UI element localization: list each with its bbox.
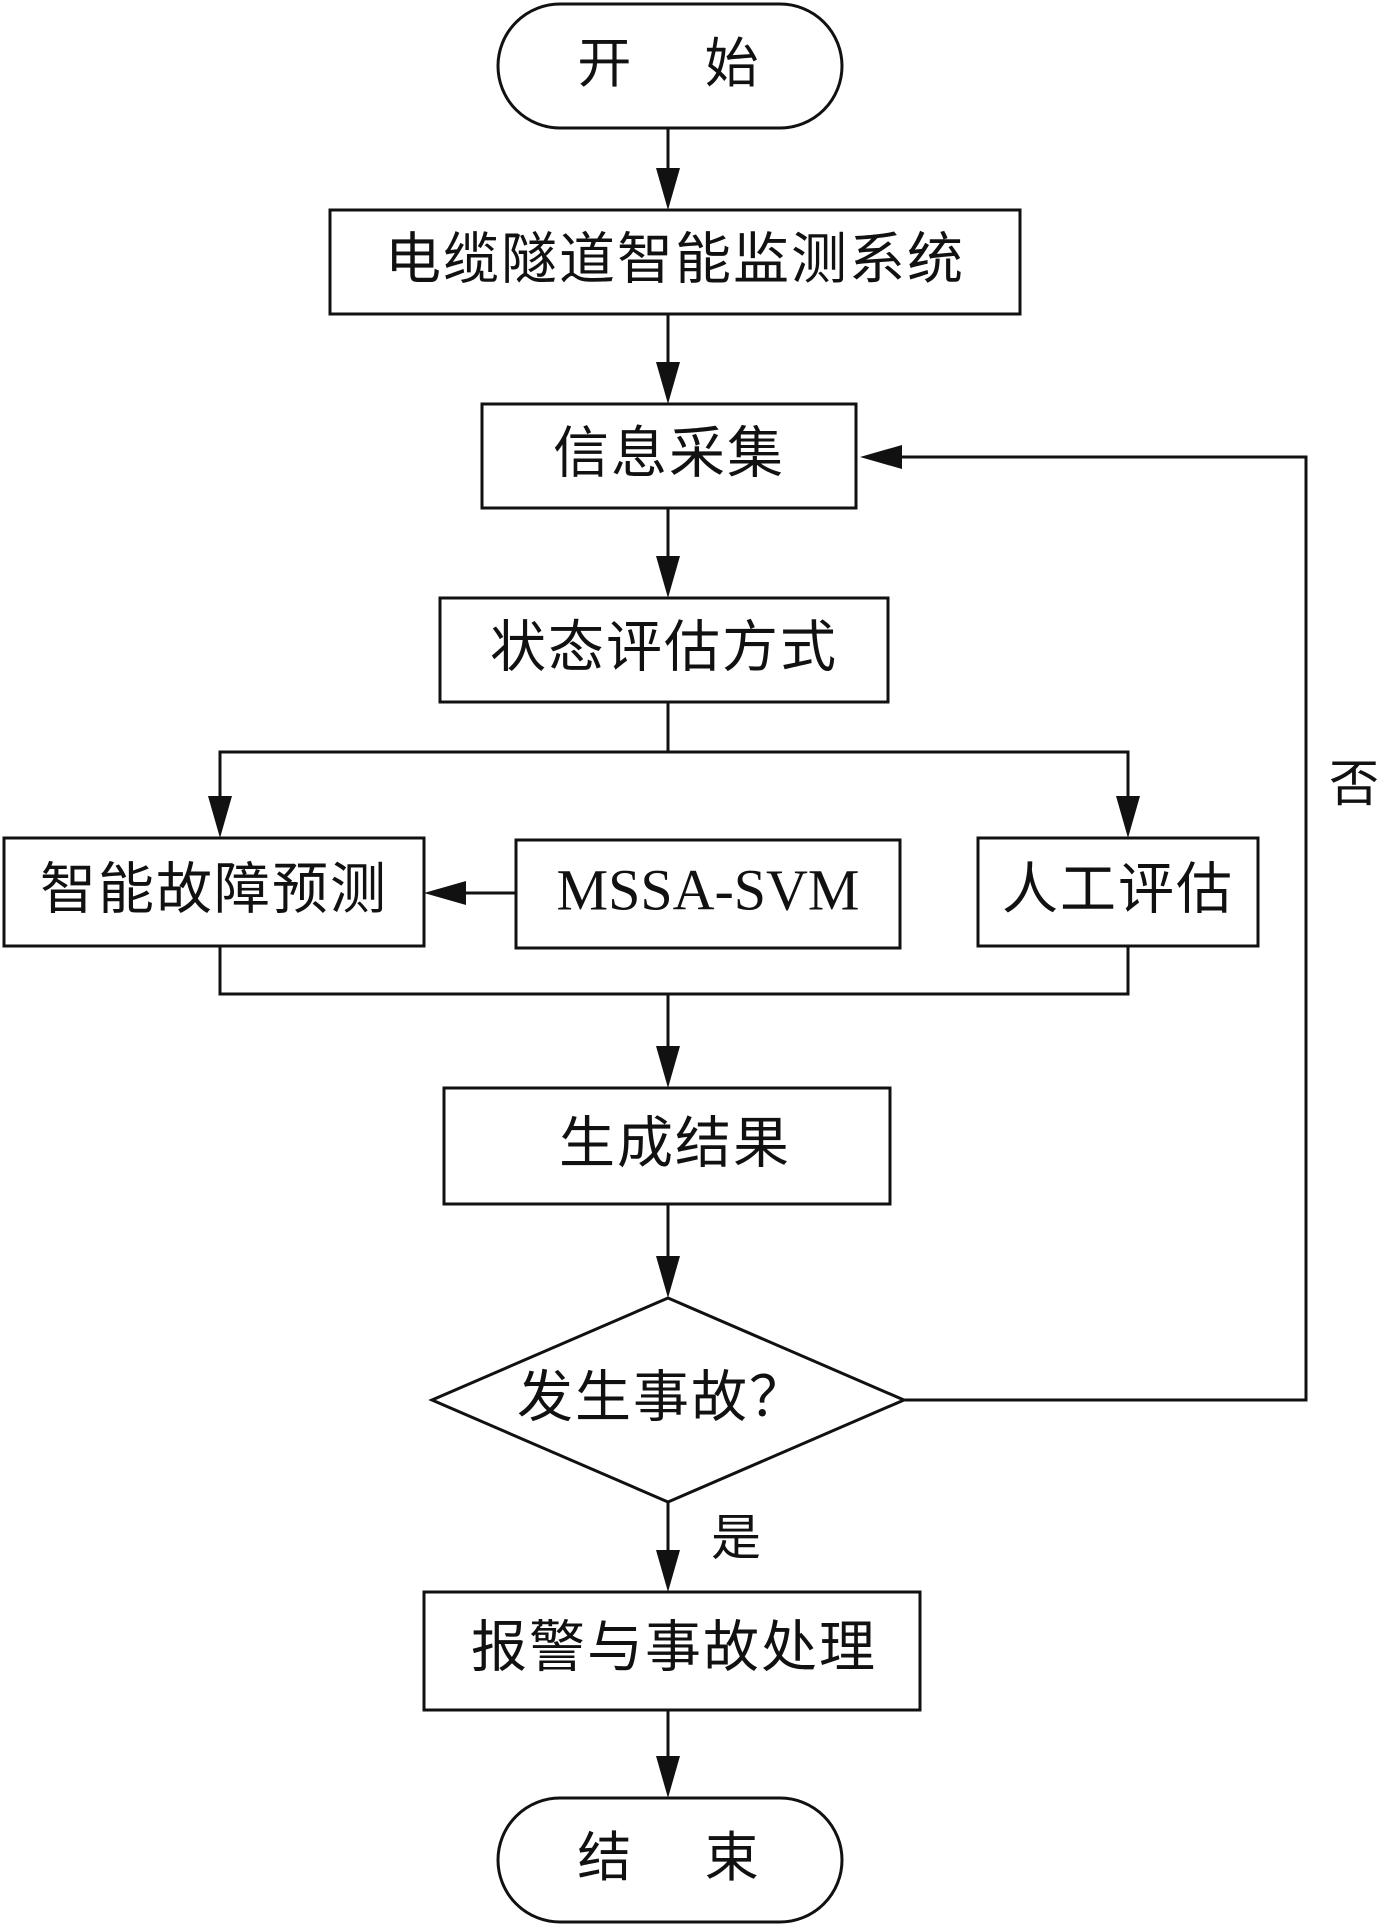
node-end: 结 束 <box>496 1796 844 1924</box>
arrowhead-method <box>656 556 680 598</box>
arrowhead-system <box>656 168 680 210</box>
process-generate-result-shape <box>442 1086 892 1206</box>
node-start: 开 始 <box>496 2 844 130</box>
terminal-end-shape <box>496 1796 844 1924</box>
accident-decision-label: 发生事故？ <box>517 1366 807 1431</box>
info-collection-label: 信息采集 <box>553 422 785 487</box>
generate-result-label: 生成结果 <box>559 1112 791 1177</box>
node-monitoring-system: 电缆隧道智能监测系统 <box>328 208 1022 316</box>
arrowhead-alarm <box>656 1550 680 1592</box>
process-alarm-handling-shape <box>422 1590 922 1712</box>
arrowhead-manual <box>1116 796 1140 838</box>
edge-method-split-right <box>668 750 1130 810</box>
alarm-handling-label: 报警与事故处理 <box>471 1616 877 1681</box>
node-info-collection: 信息采集 <box>480 402 858 510</box>
process-monitoring-system-shape <box>328 208 1022 316</box>
node-assessment-method: 状态评估方式 <box>438 596 890 704</box>
assessment-method-label: 状态评估方式 <box>490 616 838 681</box>
node-intelligent-prediction: 智能故障预测 <box>2 836 426 948</box>
process-mssa-svm-shape <box>514 838 902 950</box>
arrowhead-result <box>656 1046 680 1088</box>
terminal-start-shape <box>496 2 844 130</box>
node-mssa-svm: MSSA-SVM <box>514 838 902 950</box>
end-label: 结 束 <box>577 1826 786 1889</box>
node-accident-decision: 发生事故？ <box>428 1296 908 1504</box>
connectors <box>208 128 1308 1798</box>
start-label: 开 始 <box>577 32 786 95</box>
arrowhead-loop-collection <box>860 445 902 469</box>
intelligent-prediction-label: 智能故障预测 <box>40 858 388 923</box>
arrowhead-decision <box>656 1256 680 1298</box>
edge-merge <box>218 946 1130 996</box>
arrowhead-end <box>656 1756 680 1798</box>
node-manual-assessment: 人工评估 <box>976 836 1260 948</box>
node-alarm-handling: 报警与事故处理 <box>422 1590 922 1712</box>
edge-decision-no-loop <box>888 455 1308 1402</box>
arrowhead-collection <box>656 362 680 404</box>
edge-method-split <box>218 702 670 810</box>
process-info-collection-shape <box>480 402 858 510</box>
monitoring-system-label: 电缆隧道智能监测系统 <box>385 228 965 293</box>
node-generate-result: 生成结果 <box>442 1086 892 1206</box>
manual-assessment-label: 人工评估 <box>1002 858 1234 923</box>
edge-label-no: 否 <box>1329 755 1379 813</box>
edge-label-yes: 是 <box>711 1509 761 1567</box>
process-manual-assessment-shape <box>976 836 1260 948</box>
process-assessment-method-shape <box>438 596 890 704</box>
mssa-svm-label: MSSA-SVM <box>557 857 860 922</box>
arrowhead-intelligent <box>208 796 232 838</box>
decision-accident-shape <box>428 1296 908 1504</box>
arrowhead-from-mssa <box>424 881 466 905</box>
process-intelligent-prediction-shape <box>2 836 426 948</box>
